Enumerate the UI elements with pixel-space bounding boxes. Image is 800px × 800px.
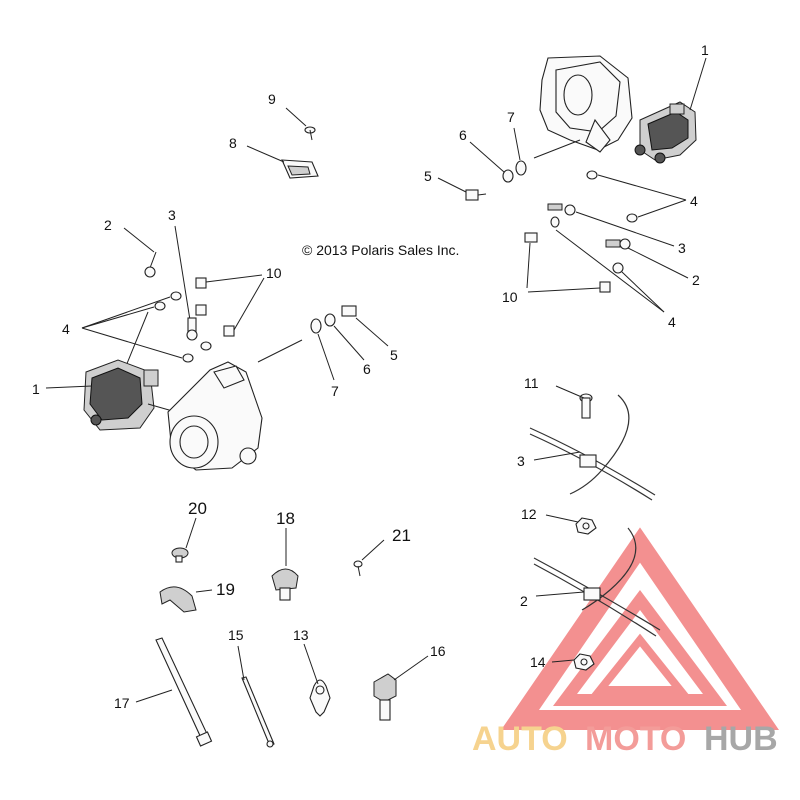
bolt-10-left-b-icon	[223, 325, 235, 337]
washer-6-left-icon	[324, 313, 336, 327]
screw-21-icon	[353, 560, 363, 577]
washer-4-left-b-icon	[154, 301, 166, 311]
nut-12-icon	[575, 517, 597, 535]
knuckle-left-icon	[167, 361, 263, 471]
bolt-3-left-icon	[186, 317, 198, 341]
callout-2-left: 2	[104, 217, 112, 233]
brake-line-3-icon	[529, 394, 656, 501]
callout-3-left: 3	[168, 207, 176, 223]
callout-17: 17	[114, 695, 130, 711]
logo-text-moto: MOTO	[585, 720, 686, 758]
callout-14: 14	[530, 654, 546, 670]
callout-1-left: 1	[32, 381, 40, 397]
callout-5-left: 5	[390, 347, 398, 363]
bolt-3-right-icon	[547, 203, 576, 216]
washer-6-right-icon	[502, 169, 514, 183]
logo-triangle-icon	[501, 527, 779, 730]
bolt-10-left-c-icon	[195, 304, 207, 316]
caliper-right-icon	[634, 101, 697, 164]
push-clip-13-icon	[309, 679, 331, 717]
callout-10-right: 10	[502, 289, 518, 305]
callout-18: 18	[276, 509, 295, 528]
callout-6-left: 6	[363, 361, 371, 377]
callout-8: 8	[229, 135, 237, 151]
washer-7-left-icon	[310, 318, 322, 334]
callout-2-cable: 2	[520, 593, 528, 609]
callout-1-right: 1	[701, 42, 709, 58]
screw-20-icon	[171, 547, 189, 563]
banjo-2-left-icon	[144, 251, 157, 278]
bolt-11-icon	[579, 393, 593, 419]
bolt-5-right-icon	[465, 189, 487, 201]
caliper-left-icon	[83, 359, 159, 431]
bracket-clip-icon	[281, 159, 319, 179]
watermark-logo: AUTO MOTO HUB	[472, 527, 779, 758]
callout-4-left: 4	[62, 321, 70, 337]
washer-4-left-a-icon	[170, 291, 182, 301]
bolt-10-left-a-icon	[195, 277, 207, 289]
washer-4c-icon	[612, 262, 624, 274]
callout-3-cable: 3	[517, 453, 525, 469]
callout-7-right: 7	[507, 109, 515, 125]
washer-4-left-d-icon	[182, 353, 194, 363]
washer-small-icon	[550, 216, 560, 228]
callout-20: 20	[188, 499, 207, 518]
screw-icon	[304, 126, 316, 141]
cable-tie-17-icon	[155, 637, 213, 747]
callout-19: 19	[216, 580, 235, 599]
washer-4b-icon	[626, 213, 638, 223]
clip-18-icon	[271, 568, 299, 601]
banjo-2-right-icon	[605, 238, 631, 250]
callout-7-left: 7	[331, 383, 339, 399]
callout-5-right: 5	[424, 168, 432, 184]
callout-21: 21	[392, 526, 411, 545]
logo-text-auto: AUTO	[472, 720, 568, 758]
bolt-10-right-b-icon	[599, 281, 611, 293]
washer-4a-icon	[586, 170, 598, 180]
callout-16: 16	[430, 643, 446, 659]
callout-2-right: 2	[692, 272, 700, 288]
washer-7-right-icon	[515, 160, 527, 176]
clamp-19-icon	[159, 586, 197, 613]
brake-line-2-icon	[533, 527, 661, 637]
copyright-text: © 2013 Polaris Sales Inc.	[302, 242, 459, 258]
callout-11: 11	[524, 375, 539, 391]
callout-10-left: 10	[266, 265, 282, 281]
callout-9: 9	[268, 91, 276, 107]
callout-4-right-b: 4	[668, 314, 676, 330]
retainer-16-icon	[373, 673, 397, 721]
callout-6-right: 6	[459, 127, 467, 143]
callout-15: 15	[228, 627, 244, 643]
callout-4-right-a: 4	[690, 193, 698, 209]
callout-13: 13	[293, 627, 309, 643]
callout-12: 12	[521, 506, 537, 522]
washer-4-left-c-icon	[200, 341, 212, 351]
logo-text-hub: HUB	[704, 720, 778, 758]
callout-3-right: 3	[678, 240, 686, 256]
bolt-10-right-a-icon	[524, 232, 538, 243]
cable-tie-15-icon	[241, 676, 275, 748]
bolt-5-left-icon	[341, 305, 357, 317]
knuckle-right-icon	[539, 55, 633, 153]
